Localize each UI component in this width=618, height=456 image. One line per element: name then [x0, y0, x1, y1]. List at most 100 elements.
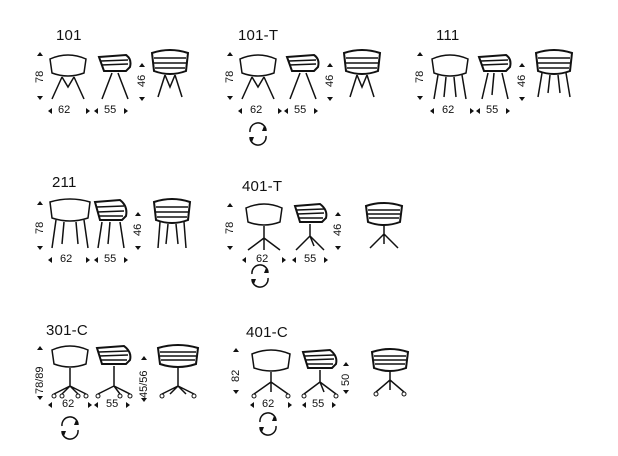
arrow-right-icon — [288, 402, 292, 408]
chair-front-view — [51, 345, 89, 399]
arrow-left-icon — [430, 108, 434, 114]
model-block-101-T: 101-T 78 46 62 55 — [220, 25, 390, 155]
arrow-right-icon — [88, 402, 92, 408]
arrow-right-icon — [86, 257, 90, 263]
height-dimension: 78 — [224, 221, 236, 234]
arrow-down-icon — [37, 246, 43, 250]
arrow-down-icon — [227, 246, 233, 250]
seat-height-dimension: 46 — [332, 223, 344, 236]
arrow-right-icon — [124, 257, 128, 263]
arrow-up-icon — [135, 212, 141, 216]
width-dimension: 62 — [256, 253, 269, 265]
arrow-right-icon — [282, 257, 286, 263]
rotation-arrows-icon — [61, 416, 79, 440]
depth-dimension: 55 — [304, 253, 317, 265]
height-dimension: 78 — [34, 221, 46, 234]
arrow-up-icon — [37, 346, 43, 350]
height-dimension: 78/89 — [34, 366, 46, 394]
arrow-up-icon — [327, 63, 333, 67]
arrow-up-icon — [335, 212, 341, 216]
arrow-left-icon — [94, 257, 98, 263]
chair-back-view — [534, 49, 574, 98]
chair-side-view — [301, 348, 339, 399]
arrow-left-icon — [250, 402, 254, 408]
rotation-arrows-icon — [259, 412, 277, 436]
arrow-left-icon — [302, 402, 306, 408]
arrow-right-icon — [314, 108, 318, 114]
model-block-101: 101 78 46 62 55 — [30, 25, 200, 125]
width-dimension: 62 — [60, 253, 73, 265]
arrow-right-icon — [332, 402, 336, 408]
model-block-301-C: 301-C 78/89 45/56 62 55 — [30, 318, 220, 448]
depth-dimension: 55 — [294, 104, 307, 116]
model-label: 301-C — [46, 322, 88, 339]
chair-back-view — [342, 49, 382, 98]
arrow-right-icon — [278, 108, 282, 114]
chair-side-view — [285, 53, 320, 100]
arrow-left-icon — [238, 108, 242, 114]
arrow-down-icon — [141, 398, 147, 402]
rotation-arrows-icon — [249, 122, 267, 146]
depth-dimension: 55 — [104, 253, 117, 265]
arrow-down-icon — [327, 97, 333, 101]
width-dimension: 62 — [58, 104, 71, 116]
arrow-down-icon — [135, 246, 141, 250]
chair-back-view — [364, 202, 404, 249]
arrow-up-icon — [519, 63, 525, 67]
chair-front-view — [251, 349, 291, 399]
model-label: 111 — [436, 27, 460, 44]
model-block-211: 211 78 46 62 55 — [30, 172, 200, 272]
chair-back-view — [152, 198, 192, 249]
chair-back-view — [150, 49, 190, 98]
height-dimension: 78 — [224, 70, 236, 83]
arrow-left-icon — [292, 257, 296, 263]
arrow-down-icon — [417, 96, 423, 100]
arrow-down-icon — [343, 390, 349, 394]
arrow-down-icon — [139, 97, 145, 101]
model-label: 211 — [52, 174, 77, 191]
arrow-left-icon — [94, 108, 98, 114]
depth-dimension: 55 — [106, 398, 119, 410]
height-dimension: 78 — [34, 70, 46, 83]
width-dimension: 62 — [62, 398, 75, 410]
chair-front-view — [49, 54, 87, 100]
arrow-down-icon — [37, 396, 43, 400]
arrow-up-icon — [139, 63, 145, 67]
depth-dimension: 55 — [104, 104, 117, 116]
chair-front-view — [245, 203, 283, 251]
chair-front-view — [239, 54, 277, 100]
arrow-up-icon — [37, 201, 43, 205]
arrow-left-icon — [48, 257, 52, 263]
arrow-up-icon — [417, 52, 423, 56]
arrow-up-icon — [233, 348, 239, 352]
arrow-left-icon — [48, 108, 52, 114]
arrow-right-icon — [124, 108, 128, 114]
chair-side-view — [95, 344, 133, 399]
arrow-left-icon — [284, 108, 288, 114]
arrow-right-icon — [506, 108, 510, 114]
chair-side-view — [97, 53, 132, 100]
chair-front-view — [431, 54, 469, 100]
arrow-up-icon — [141, 356, 147, 360]
chair-side-view — [293, 202, 328, 251]
rotation-arrows-icon — [251, 264, 269, 288]
depth-dimension: 55 — [486, 104, 499, 116]
width-dimension: 62 — [442, 104, 455, 116]
arrow-down-icon — [227, 96, 233, 100]
arrow-right-icon — [126, 402, 130, 408]
chair-side-view — [477, 53, 512, 100]
arrow-left-icon — [94, 402, 98, 408]
seat-height-dimension: 46 — [136, 74, 148, 87]
height-dimension: 78 — [414, 70, 426, 83]
arrow-left-icon — [476, 108, 480, 114]
seat-height-dimension: 50 — [340, 373, 352, 386]
seat-height-dimension: 46 — [132, 223, 144, 236]
chair-side-view — [93, 198, 128, 249]
arrow-right-icon — [324, 257, 328, 263]
seat-height-dimension: 46 — [516, 74, 528, 87]
model-block-401-T: 401-T 78 46 62 55 — [220, 172, 420, 292]
height-dimension: 82 — [230, 369, 242, 382]
arrow-right-icon — [86, 108, 90, 114]
chair-front-view — [49, 198, 91, 249]
arrow-down-icon — [37, 96, 43, 100]
